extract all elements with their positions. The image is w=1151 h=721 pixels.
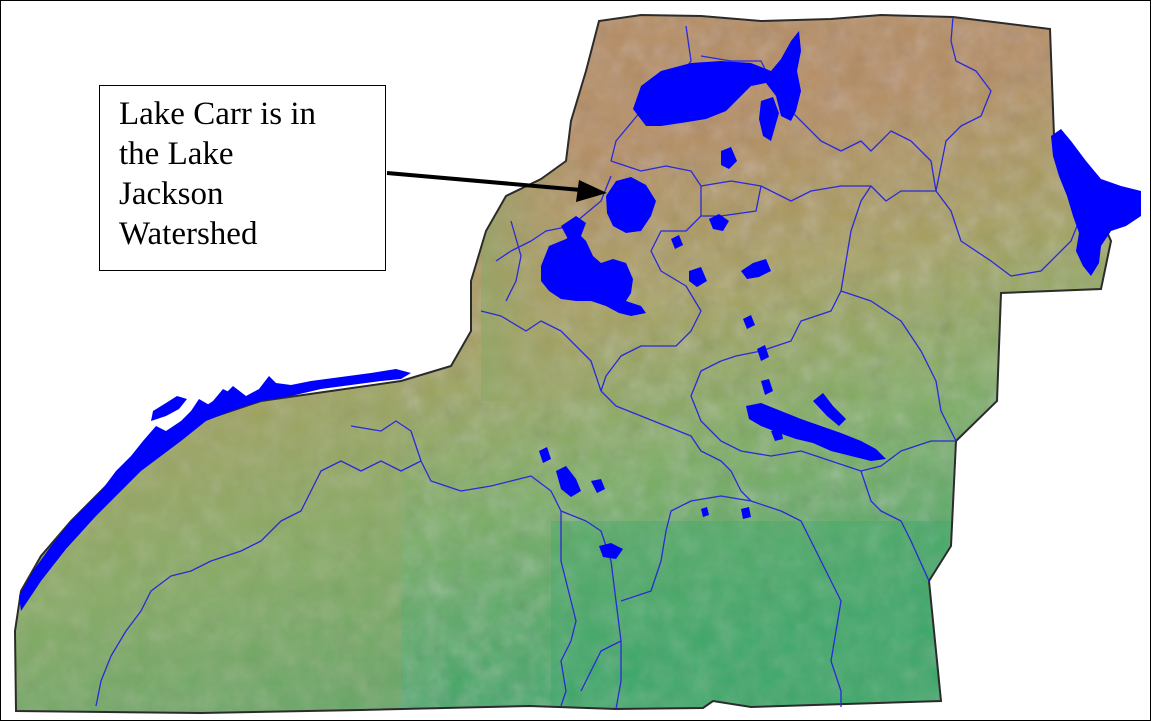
callout-box: Lake Carr is in the Lake Jackson Watersh… [99,85,386,271]
lake-miccosukee [1051,129,1141,276]
lake-iamonia [633,31,801,126]
lake-talquin [19,369,411,611]
water-bodies [19,31,1141,611]
callout-line-1: Lake Carr is in [119,96,317,132]
callout-line-2: the Lake [119,136,234,172]
county-outline [13,13,1113,715]
callout-line-4: Watershed [119,216,258,252]
lake-carr [606,177,656,233]
callout-arrow [386,171,607,202]
arrow-pointer-icon [386,171,582,192]
lake-jackson [541,231,646,316]
lake-lafayette [746,403,886,461]
callout-line-3: Jackson [119,176,224,212]
arrow-head [576,180,607,202]
